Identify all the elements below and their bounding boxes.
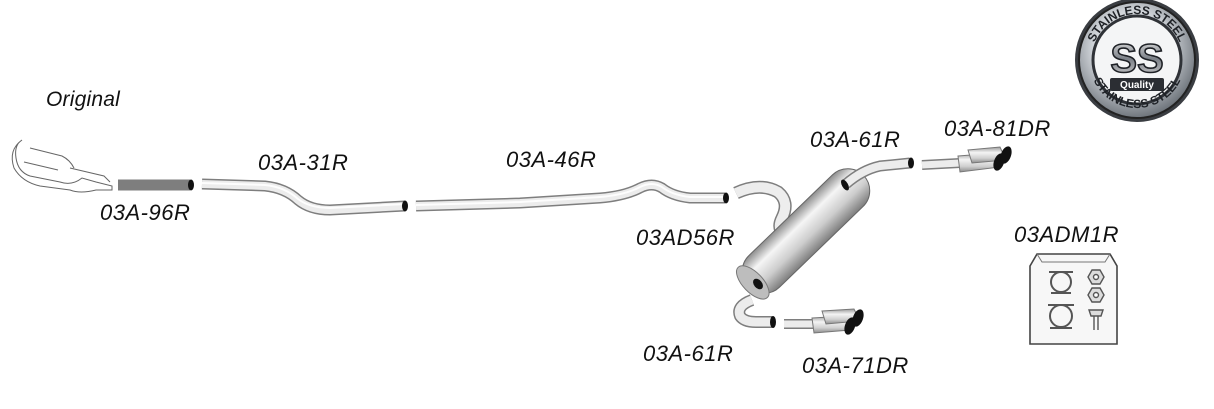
tips-03A-81DR	[921, 146, 1012, 173]
label-03ADM1R: 03ADM1R	[1014, 222, 1119, 247]
stainless-steel-quality-badge: STAINLESS STEEL STAINLESS STEEL SS Quali…	[1075, 0, 1199, 122]
label-03A-46R: 03A-46R	[506, 147, 597, 172]
label-03A-61R-upper: 03A-61R	[810, 127, 901, 152]
pipe-03A-46R	[415, 179, 729, 212]
pipe-03A-31R	[201, 178, 408, 216]
label-03AD56R: 03AD56R	[636, 225, 735, 250]
label-03A-71DR: 03A-71DR	[802, 353, 909, 378]
label-03A-61R-lower: 03A-61R	[643, 341, 734, 366]
pipe-03A-61R-upper	[841, 157, 914, 191]
label-03A-96R: 03A-96R	[100, 200, 191, 225]
label-03A-81DR: 03A-81DR	[944, 116, 1051, 141]
tips-03A-71DR	[784, 308, 864, 335]
badge-sub-text: Quality	[1120, 80, 1154, 91]
hardware-kit-03ADM1R	[1029, 253, 1118, 345]
pipe-03A-96R	[118, 179, 194, 191]
original-muffler-outline	[11, 139, 113, 193]
pipe-03A-61R-lower	[733, 294, 776, 328]
label-original: Original	[46, 88, 120, 111]
label-03A-31R: 03A-31R	[258, 150, 349, 175]
badge-center-text: SS	[1110, 37, 1163, 81]
